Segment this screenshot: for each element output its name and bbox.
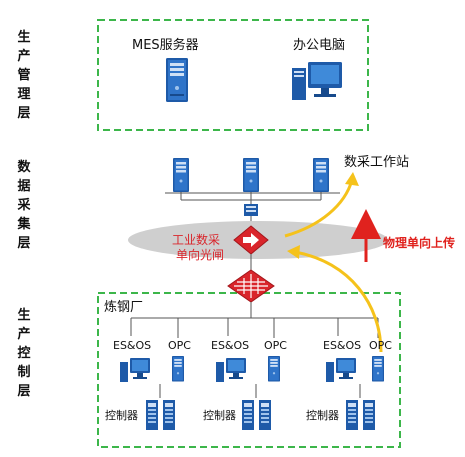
- gateway-icon: [233, 225, 269, 255]
- upload-direction-label: 物理单向上传: [383, 236, 456, 250]
- plant-zone-frame: [97, 292, 401, 448]
- controller-rack-icon: [346, 400, 358, 430]
- es-os-workstation-icon: [120, 358, 150, 382]
- opc-server-icon: [372, 356, 384, 382]
- es-os-workstation-icon: [326, 358, 356, 382]
- office-pc-label: 办公电脑: [293, 38, 346, 53]
- data-flow-arrow-upper: [284, 179, 354, 238]
- network-switch-icon: [244, 204, 258, 216]
- gateway-label-line1: 工业数采: [172, 233, 221, 247]
- controller-rack-icon: [363, 400, 375, 430]
- controller-rack-icon: [163, 400, 175, 430]
- es-os-label: ES&OS: [211, 339, 250, 352]
- office-pc-icon: [292, 62, 342, 100]
- data-flow-arrow-lower: [294, 250, 383, 353]
- plant-name-label: 炼钢厂: [104, 300, 144, 315]
- opc-label: OPC: [264, 339, 287, 352]
- opc-server-icon: [268, 356, 280, 382]
- controller-rack-icon: [146, 400, 158, 430]
- management-zone-frame: [97, 19, 369, 131]
- opc-label: OPC: [168, 339, 191, 352]
- controller-rack-icon: [259, 400, 271, 430]
- gateway-label-line2: 单向光闸: [176, 248, 225, 262]
- acquisition-server-icon: [173, 158, 189, 192]
- es-os-label: ES&OS: [113, 339, 152, 352]
- controller-label: 控制器: [105, 409, 138, 422]
- acquisition-workstation-label: 数采工作站: [344, 155, 410, 170]
- layer-label-management: 生产管理层: [17, 30, 31, 121]
- acquisition-server-icon: [243, 158, 259, 192]
- opc-label: OPC: [369, 339, 392, 352]
- es-os-workstation-icon: [216, 358, 246, 382]
- acquisition-server-icon: [313, 158, 329, 192]
- controller-label: 控制器: [306, 409, 339, 422]
- mes-server-icon: [166, 58, 188, 102]
- firewall-icon: [227, 269, 275, 303]
- opc-server-icon: [172, 356, 184, 382]
- mes-server-label: MES服务器: [132, 38, 199, 53]
- layer-label-control: 生产控制层: [17, 308, 31, 399]
- es-os-label: ES&OS: [323, 339, 362, 352]
- controller-rack-icon: [242, 400, 254, 430]
- layer-label-acquisition: 数据采集层: [17, 160, 31, 251]
- controller-label: 控制器: [203, 409, 236, 422]
